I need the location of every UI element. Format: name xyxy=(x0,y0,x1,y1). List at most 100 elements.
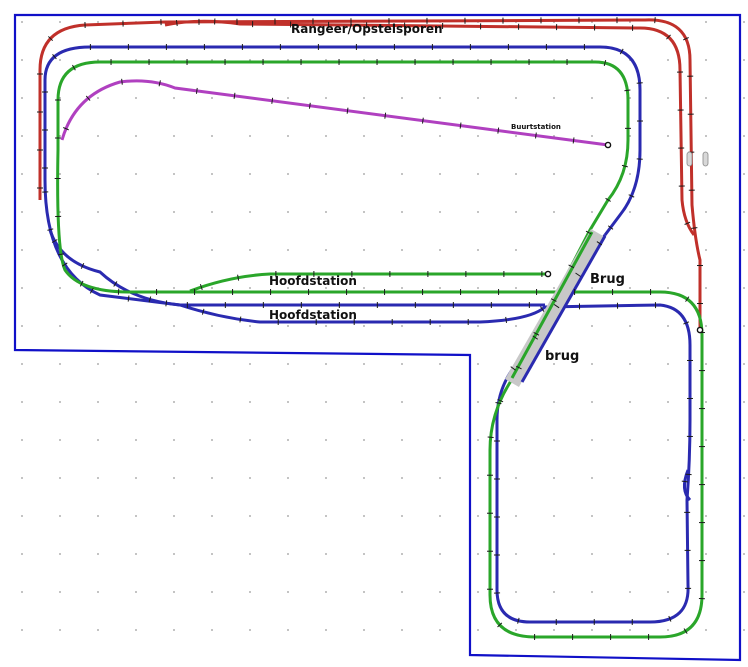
grid-dot xyxy=(287,477,289,479)
grid-dot xyxy=(667,591,669,593)
track-tie xyxy=(497,127,500,134)
grid-dot xyxy=(211,59,213,61)
grid-dot xyxy=(553,287,555,289)
grid-dot xyxy=(553,629,555,631)
grid-dot xyxy=(21,211,23,213)
grid-dot xyxy=(629,211,631,213)
grid-dot xyxy=(325,325,327,327)
grid-dot xyxy=(553,97,555,99)
grid-dot xyxy=(135,515,137,517)
red-line-main xyxy=(38,18,702,330)
blue-line-upper-loop xyxy=(43,45,642,236)
grid-dot xyxy=(439,515,441,517)
grid-dot xyxy=(591,325,593,327)
grid-dot xyxy=(553,439,555,441)
grid-dot xyxy=(743,591,745,593)
grid-dot xyxy=(135,553,137,555)
grid-dot xyxy=(21,325,23,327)
grid-dot xyxy=(173,629,175,631)
track-tie xyxy=(384,112,387,119)
track-tie xyxy=(572,137,575,144)
bridge-green-rail xyxy=(510,231,594,379)
grid-dot xyxy=(591,59,593,61)
grid-dot xyxy=(97,135,99,137)
green-line-station-siding xyxy=(189,272,548,293)
grid-dot xyxy=(705,629,707,631)
grid-dot xyxy=(667,249,669,251)
grid-dot xyxy=(21,363,23,365)
track-tie xyxy=(201,308,205,315)
grid-dot xyxy=(439,135,441,137)
grid-dot xyxy=(325,59,327,61)
grid-dot xyxy=(325,439,327,441)
grid-dot xyxy=(515,287,517,289)
track-tie xyxy=(553,304,560,309)
grid-dot xyxy=(97,97,99,99)
grid-dot xyxy=(743,287,745,289)
grid-dot xyxy=(515,211,517,213)
track-tie xyxy=(683,321,690,325)
grid-dot xyxy=(173,249,175,251)
grid-dot xyxy=(97,553,99,555)
track-tie xyxy=(510,366,516,371)
blue-line-track xyxy=(43,45,692,624)
track-tie xyxy=(533,331,540,336)
grid-dot xyxy=(287,59,289,61)
grid-dot xyxy=(705,325,707,327)
track-tie xyxy=(233,92,236,99)
grid-dot xyxy=(21,135,23,137)
grid-dot xyxy=(59,629,61,631)
grid-dot xyxy=(249,59,251,61)
grid-dot xyxy=(629,591,631,593)
grid-dot xyxy=(97,591,99,593)
grid-dot xyxy=(591,553,593,555)
grid-dot xyxy=(135,363,137,365)
grid-dot xyxy=(97,477,99,479)
grid-dot xyxy=(363,211,365,213)
grid-dot xyxy=(591,173,593,175)
grid-dot xyxy=(705,553,707,555)
blue-line-passing-track xyxy=(48,229,545,307)
grid-dot xyxy=(135,629,137,631)
signal-icon xyxy=(686,151,709,167)
grid-dot xyxy=(325,553,327,555)
grid-dot xyxy=(667,287,669,289)
grid-dot xyxy=(287,401,289,403)
grid-dot xyxy=(667,325,669,327)
grid-dot xyxy=(401,325,403,327)
grid-dot xyxy=(97,629,99,631)
buffer-stop-icon xyxy=(544,141,704,334)
grid-dot xyxy=(553,59,555,61)
grid-dot xyxy=(439,363,441,365)
track-tie xyxy=(621,164,628,168)
grid-dot xyxy=(135,325,137,327)
grid-dot xyxy=(287,363,289,365)
grid-dot xyxy=(173,59,175,61)
grid-dot xyxy=(705,97,707,99)
grid-dot xyxy=(325,249,327,251)
grid-dot xyxy=(325,515,327,517)
grid-dot xyxy=(135,249,137,251)
grid-dot xyxy=(173,173,175,175)
grid-dot xyxy=(287,553,289,555)
grid-dot xyxy=(401,477,403,479)
grid-dot xyxy=(401,401,403,403)
track-tie xyxy=(628,194,635,198)
grid-dot xyxy=(135,211,137,213)
grid-dot xyxy=(515,477,517,479)
grid-dot xyxy=(591,135,593,137)
grid-dot xyxy=(287,173,289,175)
grid-dot xyxy=(21,59,23,61)
grid-dot xyxy=(363,591,365,593)
grid-dot xyxy=(515,59,517,61)
grid-dot xyxy=(553,173,555,175)
grid-dot xyxy=(249,287,251,289)
grid-dot xyxy=(59,325,61,327)
grid-dot xyxy=(401,439,403,441)
grid-dot xyxy=(515,629,517,631)
grid-dot xyxy=(439,173,441,175)
grid-dot xyxy=(629,97,631,99)
grid-dot xyxy=(59,591,61,593)
track-tie xyxy=(85,95,91,101)
